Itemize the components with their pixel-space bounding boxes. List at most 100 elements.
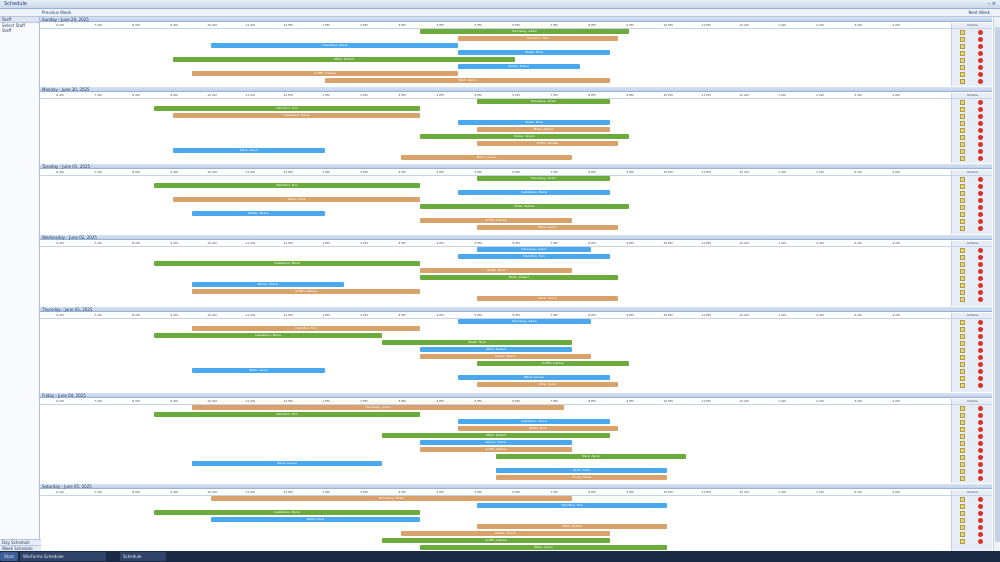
shift-bar[interactable]: Griffin, Denise [382, 538, 610, 543]
shift-bar[interactable]: Hamilton, Tom [458, 254, 610, 259]
shift-bar[interactable]: Castellano, Maria [458, 419, 610, 424]
edit-icon[interactable] [960, 269, 965, 274]
edit-icon[interactable] [960, 532, 965, 537]
shift-bar[interactable]: Hamilton, Tom [154, 106, 420, 111]
edit-icon[interactable] [960, 142, 965, 147]
shift-bar[interactable]: Stark, Aaron [325, 78, 610, 83]
edit-icon[interactable] [960, 65, 965, 70]
edit-icon[interactable] [960, 297, 965, 302]
shift-bar[interactable]: Walsh, Nina [382, 340, 572, 345]
shift-bar[interactable]: Miller, Robert [420, 347, 572, 352]
delete-icon[interactable] [978, 427, 983, 432]
delete-icon[interactable] [978, 121, 983, 126]
delete-icon[interactable] [978, 348, 983, 353]
edit-icon[interactable] [960, 355, 965, 360]
edit-icon[interactable] [960, 37, 965, 42]
delete-icon[interactable] [978, 114, 983, 119]
delete-icon[interactable] [978, 290, 983, 295]
delete-icon[interactable] [978, 58, 983, 63]
day-schedule-tab[interactable]: Day Schedule [0, 539, 41, 545]
edit-icon[interactable] [960, 448, 965, 453]
window-controls[interactable]: – × [987, 1, 996, 7]
edit-icon[interactable] [960, 205, 965, 210]
delete-icon[interactable] [978, 72, 983, 77]
delete-icon[interactable] [978, 128, 983, 133]
previous-week-button[interactable]: Previous Week [42, 10, 72, 15]
shift-bar[interactable]: Parker, Shaun [420, 134, 629, 139]
edit-icon[interactable] [960, 262, 965, 267]
delete-icon[interactable] [978, 30, 983, 35]
edit-icon[interactable] [960, 121, 965, 126]
shift-bar[interactable]: Parker, Shaun [458, 64, 580, 69]
edit-icon[interactable] [960, 44, 965, 49]
shift-bar[interactable]: Hennessy, Adam [211, 496, 572, 501]
delete-icon[interactable] [978, 362, 983, 367]
delete-icon[interactable] [978, 532, 983, 537]
delete-icon[interactable] [978, 219, 983, 224]
edit-icon[interactable] [960, 58, 965, 63]
day-header[interactable]: Saturday - June 05, 2025 [40, 484, 992, 489]
delete-icon[interactable] [978, 142, 983, 147]
shift-bar[interactable]: Stark, Aaron [477, 296, 618, 301]
delete-icon[interactable] [978, 44, 983, 49]
shift-bar[interactable]: Hennessy, Adam [458, 319, 591, 324]
delete-icon[interactable] [978, 276, 983, 281]
edit-icon[interactable] [960, 441, 965, 446]
edit-icon[interactable] [960, 156, 965, 161]
edit-icon[interactable] [960, 525, 965, 530]
shift-bar[interactable]: Ortiz, Carla [477, 382, 618, 387]
delete-icon[interactable] [978, 135, 983, 140]
shift-bar[interactable]: Young, Derek [496, 475, 667, 480]
edit-icon[interactable] [960, 226, 965, 231]
shift-bar[interactable]: Griffin, Denise [192, 71, 458, 76]
shift-bar[interactable]: Stark, Aaron [192, 368, 325, 373]
day-header[interactable]: Tuesday - June 01, 2025 [40, 164, 992, 169]
delete-icon[interactable] [978, 448, 983, 453]
delete-icon[interactable] [978, 191, 983, 196]
delete-icon[interactable] [978, 476, 983, 481]
delete-icon[interactable] [978, 205, 983, 210]
edit-icon[interactable] [960, 497, 965, 502]
delete-icon[interactable] [978, 51, 983, 56]
delete-icon[interactable] [978, 327, 983, 332]
edit-icon[interactable] [960, 376, 965, 381]
delete-icon[interactable] [978, 283, 983, 288]
edit-icon[interactable] [960, 434, 965, 439]
shift-bar[interactable]: Stark, Aaron [496, 454, 686, 459]
next-week-button[interactable]: Next Week [968, 10, 990, 15]
sidebar-item-staff[interactable]: Staff [2, 28, 12, 33]
edit-icon[interactable] [960, 348, 965, 353]
edit-icon[interactable] [960, 518, 965, 523]
shift-bar[interactable]: Parker, Shaun [192, 211, 325, 216]
shift-bar[interactable]: Castellano, Maria [154, 333, 382, 338]
delete-icon[interactable] [978, 149, 983, 154]
shift-bar[interactable]: Hennessy, Adam [477, 99, 610, 104]
delete-icon[interactable] [978, 518, 983, 523]
delete-icon[interactable] [978, 462, 983, 467]
shift-bar[interactable]: Griffin, Denise [420, 218, 572, 223]
taskbar-item-schedule[interactable]: Schedule [120, 552, 166, 561]
edit-icon[interactable] [960, 100, 965, 105]
shift-bar[interactable]: Hennessy, Adam [420, 29, 629, 34]
shift-bar[interactable]: Griffin, Denise [477, 361, 629, 366]
delete-icon[interactable] [978, 334, 983, 339]
edit-icon[interactable] [960, 191, 965, 196]
shift-bar[interactable]: Parker, Shaun [420, 440, 572, 445]
shift-bar[interactable]: Hamilton, Tom [477, 503, 667, 508]
delete-icon[interactable] [978, 248, 983, 253]
edit-icon[interactable] [960, 427, 965, 432]
start-button[interactable]: Start [0, 552, 18, 561]
delete-icon[interactable] [978, 376, 983, 381]
shift-bar[interactable]: Miller, Robert [173, 57, 515, 62]
edit-icon[interactable] [960, 114, 965, 119]
day-header[interactable]: Wednesday - June 02, 2025 [40, 235, 992, 240]
shift-bar[interactable]: Griffin, Denise [477, 141, 618, 146]
taskbar-item-app[interactable]: WinForms Scheduler [20, 552, 106, 561]
delete-icon[interactable] [978, 525, 983, 530]
edit-icon[interactable] [960, 476, 965, 481]
edit-icon[interactable] [960, 135, 965, 140]
shift-bar[interactable]: Castellano, Maria [154, 261, 420, 266]
week-schedule-tab[interactable]: Week Schedule [0, 545, 41, 551]
edit-icon[interactable] [960, 406, 965, 411]
delete-icon[interactable] [978, 341, 983, 346]
